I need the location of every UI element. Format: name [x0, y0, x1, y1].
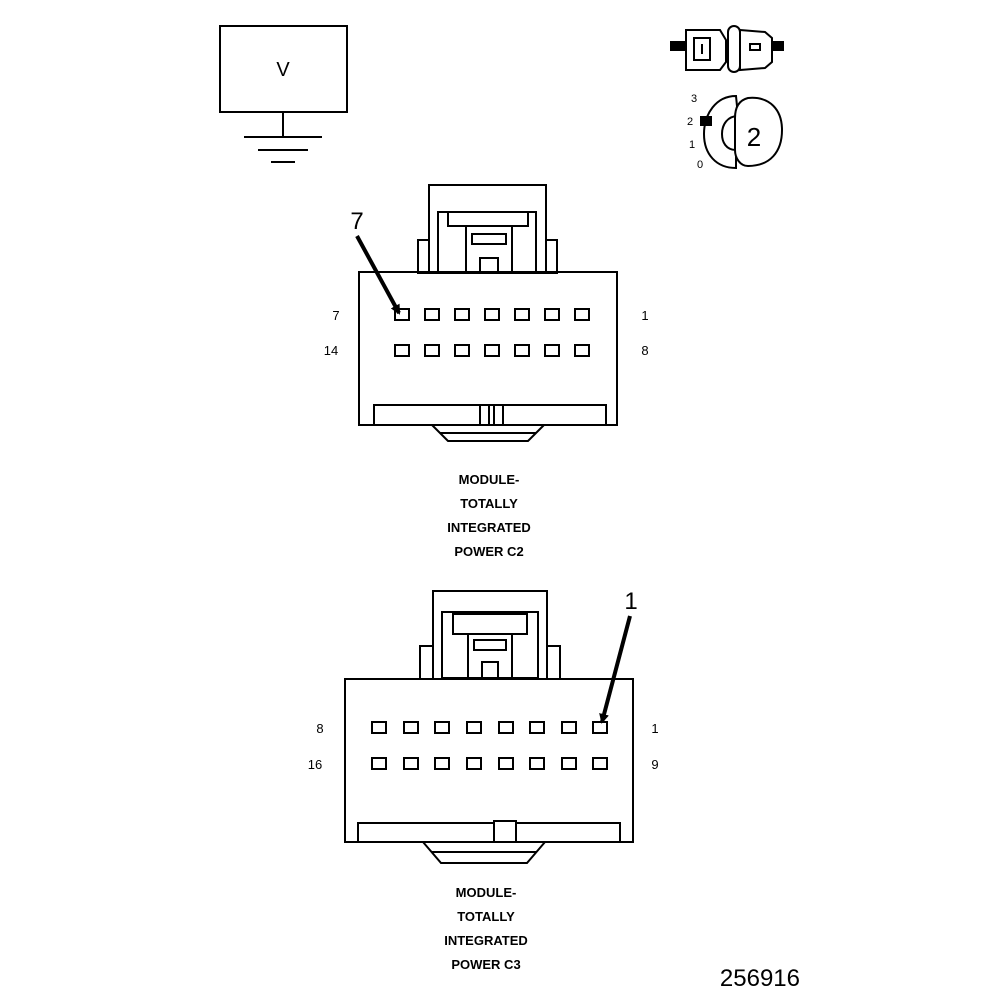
c2-terminal-2	[544, 308, 560, 321]
c2-terminal-4	[484, 308, 500, 321]
c3-terminal-5	[466, 721, 482, 734]
c2-terminal-6	[424, 308, 440, 321]
connector-c2-terminals	[394, 308, 590, 357]
c2-terminal-12	[454, 344, 470, 357]
c2-terminal-3	[514, 308, 530, 321]
c2-terminal-9	[544, 344, 560, 357]
c3-terminal-11	[529, 757, 545, 770]
c3-terminal-13	[466, 757, 482, 770]
c3-terminal-10	[561, 757, 577, 770]
meter-symbol: V	[276, 59, 290, 81]
c2-terminal-13	[424, 344, 440, 357]
c2-title-line-3: INTEGRATED	[447, 520, 531, 535]
switch-position-2: 2	[687, 116, 693, 128]
c2-callout-arrow	[355, 235, 401, 315]
c3-terminal-7	[403, 721, 419, 734]
c3-row2-left-pin: 16	[308, 757, 322, 772]
switch-position-1: 1	[689, 139, 695, 151]
c2-title-line-2: TOTALLY	[460, 496, 518, 511]
c2-title-line-1: MODULE-	[459, 472, 520, 487]
c3-terminal-4	[498, 721, 514, 734]
ignition-switch-icon	[700, 94, 784, 170]
c3-title-line-3: INTEGRATED	[444, 933, 528, 948]
figure-number: 256916	[720, 965, 800, 992]
voltmeter-icon	[219, 25, 348, 163]
switch-position-3: 3	[691, 93, 697, 105]
c3-title-line-4: POWER C3	[451, 957, 520, 972]
connector-disconnect-icon	[670, 25, 784, 73]
c2-row1-right-pin: 1	[641, 308, 648, 323]
c3-terminal-14	[434, 757, 450, 770]
switch-position-0: 0	[697, 159, 703, 171]
c3-callout-label: 1	[624, 588, 637, 615]
c3-terminal-16	[371, 757, 387, 770]
c2-terminal-8	[574, 344, 590, 357]
c3-terminal-1	[592, 721, 608, 734]
c2-terminal-10	[514, 344, 530, 357]
c3-terminal-8	[371, 721, 387, 734]
c2-title-line-4: POWER C2	[454, 544, 523, 559]
c2-terminal-14	[394, 344, 410, 357]
c3-terminal-12	[498, 757, 514, 770]
c2-row1-left-pin: 7	[332, 308, 339, 323]
switch-selected-position: 2	[747, 122, 761, 152]
c3-title-line-1: MODULE-	[456, 885, 517, 900]
c3-terminal-15	[403, 757, 419, 770]
c2-terminal-5	[454, 308, 470, 321]
c2-terminal-11	[484, 344, 500, 357]
c2-callout-label: 7	[350, 208, 363, 235]
c3-row1-left-pin: 8	[316, 721, 323, 736]
connector-c3	[344, 590, 634, 864]
c2-row2-left-pin: 14	[324, 343, 338, 358]
c2-row2-right-pin: 8	[641, 343, 648, 358]
c2-terminal-1	[574, 308, 590, 321]
c3-terminal-3	[529, 721, 545, 734]
c3-terminal-6	[434, 721, 450, 734]
connector-c3-terminals	[371, 721, 608, 770]
c3-row2-right-pin: 9	[651, 757, 658, 772]
c3-row1-right-pin: 1	[651, 721, 658, 736]
connector-c2	[358, 184, 618, 442]
c3-callout-arrow	[599, 615, 632, 724]
c3-terminal-9	[592, 757, 608, 770]
c3-terminal-2	[561, 721, 577, 734]
c3-title-line-2: TOTALLY	[457, 909, 515, 924]
